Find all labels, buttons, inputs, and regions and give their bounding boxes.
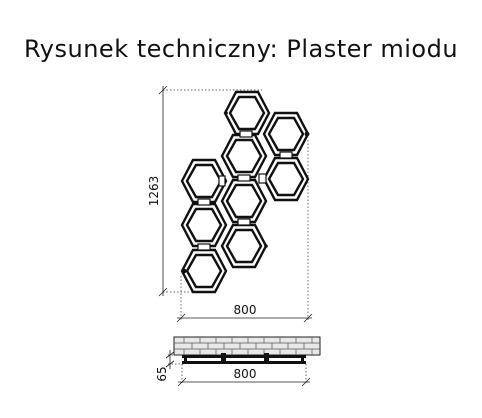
- width-dimension-label: 800: [234, 303, 257, 317]
- wall-bricks: [174, 337, 320, 355]
- hexagon-module-center: [220, 178, 268, 224]
- front-view: 1263 800: [147, 85, 313, 323]
- hexagon-module-right-lower: [262, 156, 310, 202]
- side-view: 65 800: [155, 336, 321, 387]
- wall-section: [173, 336, 321, 356]
- side-width-dimension-label: 800: [234, 367, 257, 381]
- radiator-profile: [182, 353, 306, 364]
- height-dimension-label: 1263: [147, 176, 161, 207]
- hexagon-module-center-upper: [220, 133, 268, 179]
- mounting-points: [181, 111, 310, 274]
- depth-dimension-label: 65: [155, 366, 169, 381]
- hexagon-module-top: [223, 90, 271, 136]
- module-connectors: [197, 130, 293, 251]
- width-dimension: 800: [176, 140, 313, 323]
- height-dimension: 1263: [147, 85, 262, 297]
- drawing-title: Rysunek techniczny: Plaster miodu: [24, 35, 458, 63]
- hexagon-module-center-lower: [220, 223, 268, 269]
- depth-dimension: 65: [155, 350, 184, 382]
- hexagon-module-left-bottom: [180, 248, 228, 294]
- side-width-dimension: 800: [177, 364, 311, 387]
- hexagon-module-right-upper: [262, 111, 310, 157]
- hexagon-module-left-middle: [180, 202, 228, 248]
